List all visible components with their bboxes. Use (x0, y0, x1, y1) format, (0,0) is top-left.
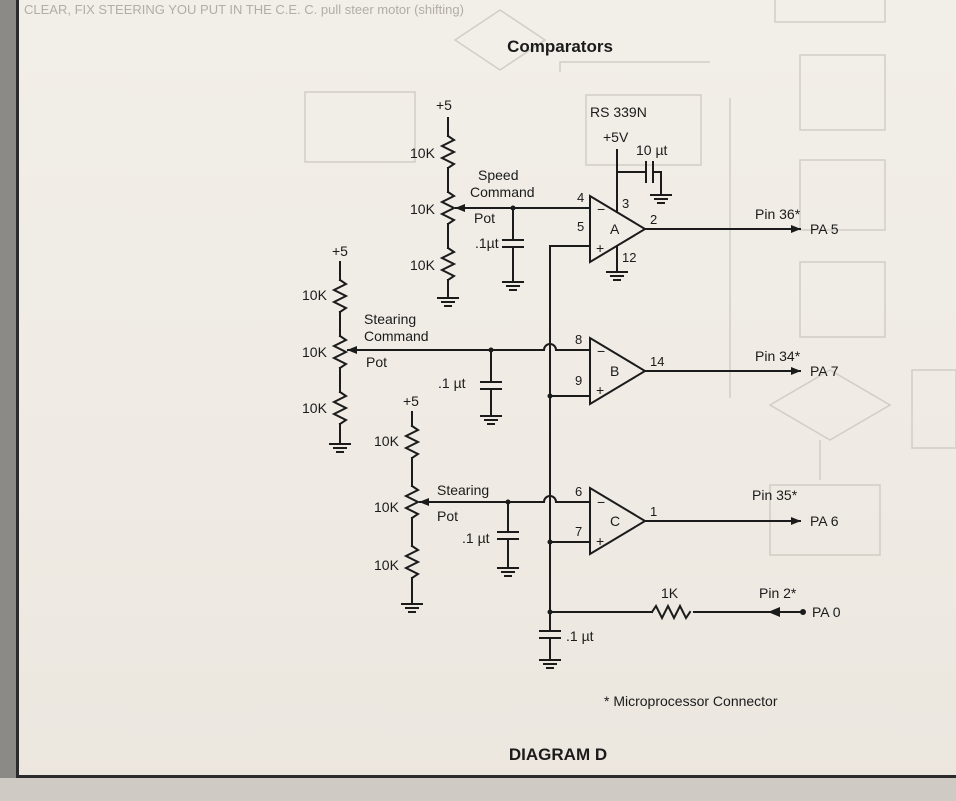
page-title: Comparators (507, 37, 613, 56)
steering-pot-value: 10K (302, 344, 328, 360)
chip-supply-label: +5V (603, 129, 629, 145)
steering-r-top-label: 10K (302, 287, 328, 303)
chip-supply: RS 339N +5V 10 µt (590, 104, 672, 204)
speed-command-label-1: Speed (478, 167, 518, 183)
steering-pot-pot-label: Pot (437, 508, 458, 524)
steering-pot-cap-label: .1 µt (462, 530, 490, 546)
steering-cap-label: .1 µt (438, 375, 466, 391)
speed-r-top-label: 10K (410, 145, 436, 161)
chip-part-label: RS 339N (590, 104, 647, 120)
svg-text:−: − (597, 201, 605, 217)
comparator-a: A − + 4 5 2 3 12 Pin 36* PA 5 (554, 149, 839, 281)
pin34-label: Pin 34* (755, 348, 801, 364)
steering-pot-supply-label: +5 (403, 393, 419, 409)
svg-text:2: 2 (650, 212, 657, 227)
svg-text:−: − (597, 343, 605, 359)
pa7-label: PA 7 (810, 363, 839, 379)
comparator-c: C − + 6 7 1 Pin 35* PA 6 (549, 484, 839, 556)
bleed-through: CLEAR, FIX STEERING YOU PUT IN THE C.E. … (24, 0, 956, 556)
svg-text:+: + (596, 240, 604, 256)
svg-text:B: B (610, 363, 619, 379)
svg-text:3: 3 (622, 196, 629, 211)
speed-divider: +5 10K 10K 10K Speed Command Pot .1µt (410, 97, 591, 307)
svg-text:6: 6 (575, 484, 582, 499)
speed-command-label-2: Command (470, 184, 535, 200)
steering-pot-command-label: Stearing (437, 482, 489, 498)
input-cap-label: .1 µt (566, 628, 594, 644)
bypass-cap-label: 10 µt (636, 142, 668, 158)
svg-text:+: + (596, 533, 604, 549)
speed-pot-label: Pot (474, 210, 495, 226)
steering-divider: +5 10K 10K 10K Stearing Command Pot .1 µ… (302, 243, 591, 453)
footnote: * Microprocessor Connector (604, 693, 778, 709)
svg-text:+: + (596, 382, 604, 398)
pa0-label: PA 0 (812, 604, 841, 620)
speed-supply-label: +5 (436, 97, 452, 113)
steering-command-label-2: Command (364, 328, 429, 344)
comparator-b: B − + 8 9 14 Pin 34* PA 7 (549, 332, 839, 406)
svg-text:−: − (597, 494, 605, 510)
diagram-caption: DIAGRAM D (509, 745, 607, 764)
pin36-label: Pin 36* (755, 206, 801, 222)
pa5-label: PA 5 (810, 221, 839, 237)
steering-pot-r-bottom-label: 10K (374, 557, 400, 573)
svg-text:1: 1 (650, 504, 657, 519)
svg-text:5: 5 (577, 219, 584, 234)
speed-r-bottom-label: 10K (410, 257, 436, 273)
svg-text:4: 4 (577, 190, 584, 205)
steering-supply-label: +5 (332, 243, 348, 259)
speed-cap-label: .1µt (475, 235, 499, 251)
reference-bus: 1K Pin 2* PA 0 .1 µt (539, 245, 841, 669)
pa6-label: PA 6 (810, 513, 839, 529)
svg-text:A: A (610, 221, 620, 237)
svg-text:8: 8 (575, 332, 582, 347)
svg-text:14: 14 (650, 354, 664, 369)
svg-text:9: 9 (575, 373, 582, 388)
input-resistor-label: 1K (661, 585, 679, 601)
pin2-label: Pin 2* (759, 585, 797, 601)
pin35-label: Pin 35* (752, 487, 798, 503)
speed-pot-value: 10K (410, 201, 436, 217)
svg-text:7: 7 (575, 524, 582, 539)
svg-text:12: 12 (622, 250, 636, 265)
svg-text:CLEAR, FIX STEERING YOU PUT IN: CLEAR, FIX STEERING YOU PUT IN THE C.E. … (24, 2, 464, 17)
steering-pot-r-top-label: 10K (374, 433, 400, 449)
steering-r-bottom-label: 10K (302, 400, 328, 416)
steering-pot-value: 10K (374, 499, 400, 515)
steering-command-label-1: Stearing (364, 311, 416, 327)
steering-pot-label: Pot (366, 354, 387, 370)
steering-pot-divider: +5 10K 10K 10K Stearing Pot .1 µt (374, 393, 591, 613)
svg-text:C: C (610, 513, 620, 529)
